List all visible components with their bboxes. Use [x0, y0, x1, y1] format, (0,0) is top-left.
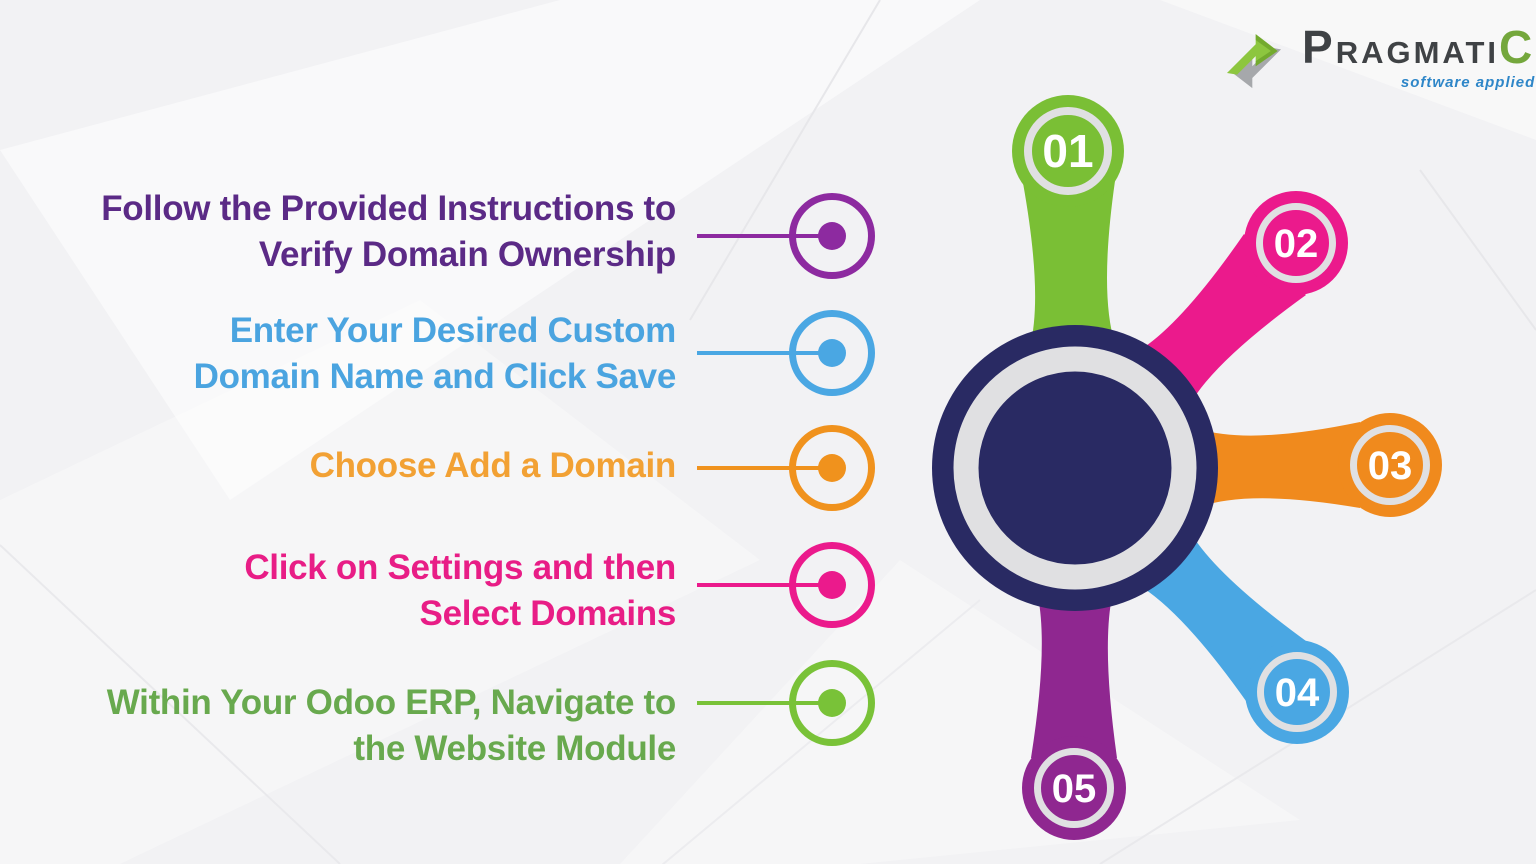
brand-icon-green-shade	[1255, 34, 1278, 67]
step-label-01-line2: the Website Module	[353, 729, 676, 768]
connector-dot	[818, 339, 846, 367]
hub-ring	[953, 346, 1197, 590]
connector-step-05	[697, 193, 875, 279]
node-ring	[1257, 652, 1337, 732]
background-crease	[1419, 169, 1536, 331]
step-label-05-line2: Verify Domain Ownership	[258, 235, 676, 274]
step-label-05-line1: Follow the Provided Instructions to	[101, 189, 676, 228]
brand-letter-c: C	[1499, 21, 1536, 73]
node-number: 02	[1274, 222, 1319, 266]
brand-text-block: PRAGMATIC software applied	[1302, 18, 1535, 91]
connector-dot	[818, 454, 846, 482]
step-label-03-line1: Choose Add a Domain	[309, 446, 677, 485]
step-label-05: Follow the Provided Instructions to Veri…	[0, 186, 676, 278]
step-label-02-line1: Click on Settings and then	[244, 548, 676, 587]
node-01: 01	[1012, 95, 1124, 207]
connector-step-02	[697, 542, 875, 628]
node-number: 05	[1052, 767, 1097, 811]
connector-step-04	[697, 310, 875, 396]
background-facet	[620, 560, 1300, 864]
connector-dot	[818, 689, 846, 717]
step-label-04-line1: Enter Your Desired Custom	[229, 311, 677, 350]
node-number: 03	[1368, 444, 1413, 488]
brand-name: PRAGMATIC	[1302, 18, 1535, 82]
step-label-04-line2: Domain Name and Click Save	[193, 357, 677, 396]
node-02: 02	[1244, 191, 1348, 295]
node-ring	[1350, 425, 1430, 505]
connector-dot	[818, 222, 846, 250]
brand-letter-p: P	[1302, 21, 1336, 73]
step-label-01-line1: Within Your Odoo ERP, Navigate to	[106, 683, 677, 722]
spoke-03	[1199, 422, 1360, 508]
background-crease	[0, 544, 341, 864]
step-label-02-line2: Select Domains	[419, 594, 677, 633]
node-ring	[1256, 203, 1336, 283]
node-03: 03	[1338, 413, 1442, 517]
node-number: 01	[1042, 125, 1093, 177]
node-ring	[1034, 748, 1114, 828]
node-number: 04	[1275, 671, 1320, 715]
spoke-01	[1023, 181, 1115, 346]
background-facet	[1160, 0, 1536, 140]
connector-ring	[789, 542, 875, 628]
brand-tagline: software applied	[1400, 74, 1536, 91]
background-crease	[689, 0, 881, 321]
central-hub	[932, 325, 1218, 611]
node-04: 04	[1245, 640, 1349, 744]
step-label-04: Enter Your Desired Custom Domain Name an…	[0, 308, 677, 400]
connector-ring	[789, 310, 875, 396]
connector-ring	[789, 193, 875, 279]
background-crease	[661, 599, 981, 864]
brand-icon-gray-arrow	[1230, 47, 1282, 89]
node-ring	[1024, 107, 1112, 195]
step-label-02: Click on Settings and then Select Domain…	[0, 545, 676, 637]
brand-icon	[1226, 34, 1282, 89]
connector-step-01	[697, 660, 875, 746]
node-05: 05	[1022, 736, 1126, 840]
step-label-01: Within Your Odoo ERP, Navigate to the We…	[0, 680, 677, 772]
connector-ring	[789, 425, 875, 511]
background-facet	[0, 0, 980, 500]
connector-step-03	[697, 425, 875, 511]
spoke-05	[1031, 592, 1117, 758]
brand-letters-mid: RAGMATI	[1335, 35, 1500, 70]
brand-logo: PRAGMATIC software applied	[1210, 18, 1535, 100]
step-label-03: Choose Add a Domain	[0, 443, 677, 489]
connector-ring	[789, 660, 875, 746]
connector-dot	[818, 571, 846, 599]
